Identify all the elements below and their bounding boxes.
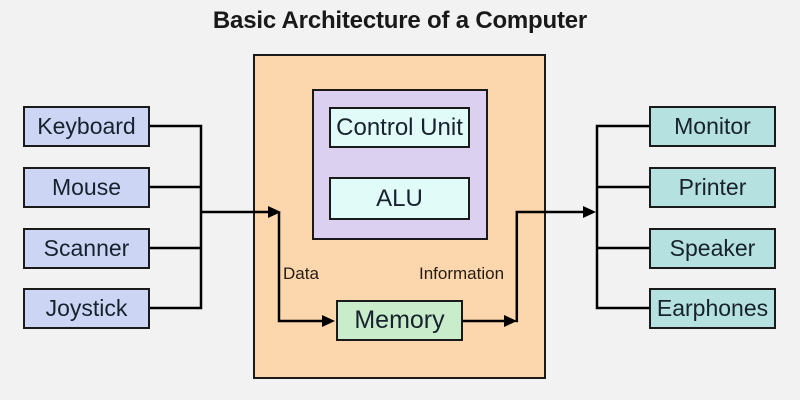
- output-device-monitor: Monitor: [649, 106, 776, 147]
- data-flow-label: Data: [283, 264, 319, 283]
- alu-box: ALU: [329, 177, 470, 220]
- memory-box: Memory: [336, 300, 463, 341]
- output-device-speaker: Speaker: [649, 228, 776, 269]
- output-device-printer: Printer: [649, 167, 776, 208]
- diagram-title: Basic Architecture of a Computer: [212, 7, 588, 34]
- input-bus-line: [150, 124, 203, 310]
- output-bus-line: [595, 124, 649, 310]
- output-device-earphones: Earphones: [649, 288, 776, 329]
- control-unit-box: Control Unit: [329, 107, 470, 148]
- arrowhead-into-output-bus-icon: [583, 206, 596, 218]
- input-device-keyboard: Keyboard: [23, 106, 150, 147]
- information-flow-label: Information: [419, 264, 505, 283]
- input-device-joystick: Joystick: [23, 288, 150, 329]
- input-device-mouse: Mouse: [23, 167, 150, 208]
- input-device-scanner: Scanner: [23, 228, 150, 269]
